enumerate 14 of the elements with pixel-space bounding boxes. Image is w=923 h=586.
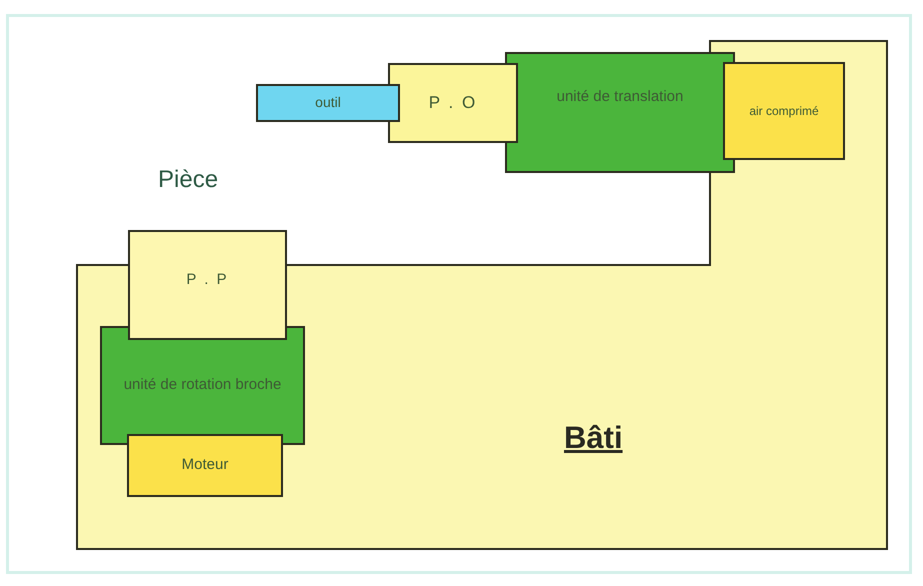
supply-box — [723, 62, 845, 160]
box-label: P . P — [186, 270, 229, 290]
box-label: unité de translation — [556, 88, 684, 107]
motor-box — [127, 434, 283, 497]
part-box — [388, 63, 518, 143]
box-label: Moteur — [182, 456, 228, 475]
box-label: unité de rotation broche — [124, 376, 282, 395]
box-label: P . O — [428, 92, 478, 114]
structure-label: Bâti — [564, 420, 623, 456]
tool-box — [256, 84, 400, 122]
frame-structure — [76, 40, 888, 550]
box-label: outil — [315, 94, 341, 112]
box-label: air comprimé — [749, 104, 819, 118]
part-label: Pièce — [158, 166, 218, 194]
